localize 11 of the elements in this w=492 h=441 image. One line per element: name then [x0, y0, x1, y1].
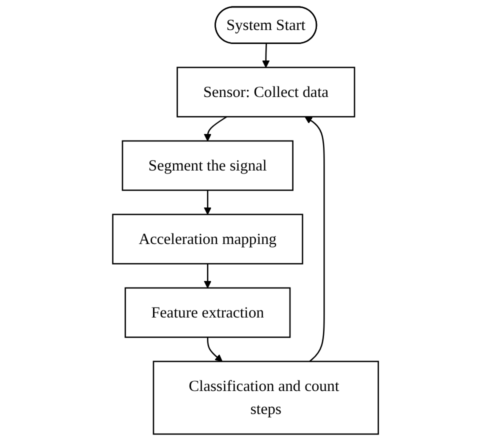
node-box: Segment the signal	[122, 140, 294, 191]
node-box: Feature extraction	[125, 287, 292, 338]
arrow	[207, 337, 223, 362]
arrow	[262, 44, 270, 68]
arrow	[204, 190, 212, 215]
node-box: Sensor: Collect data	[177, 66, 356, 118]
node-box: Acceleration mapping	[112, 214, 304, 264]
node-box: Classification and count steps	[153, 360, 380, 435]
arrow	[204, 116, 228, 142]
arrow	[204, 264, 212, 288]
arrow	[305, 116, 326, 362]
